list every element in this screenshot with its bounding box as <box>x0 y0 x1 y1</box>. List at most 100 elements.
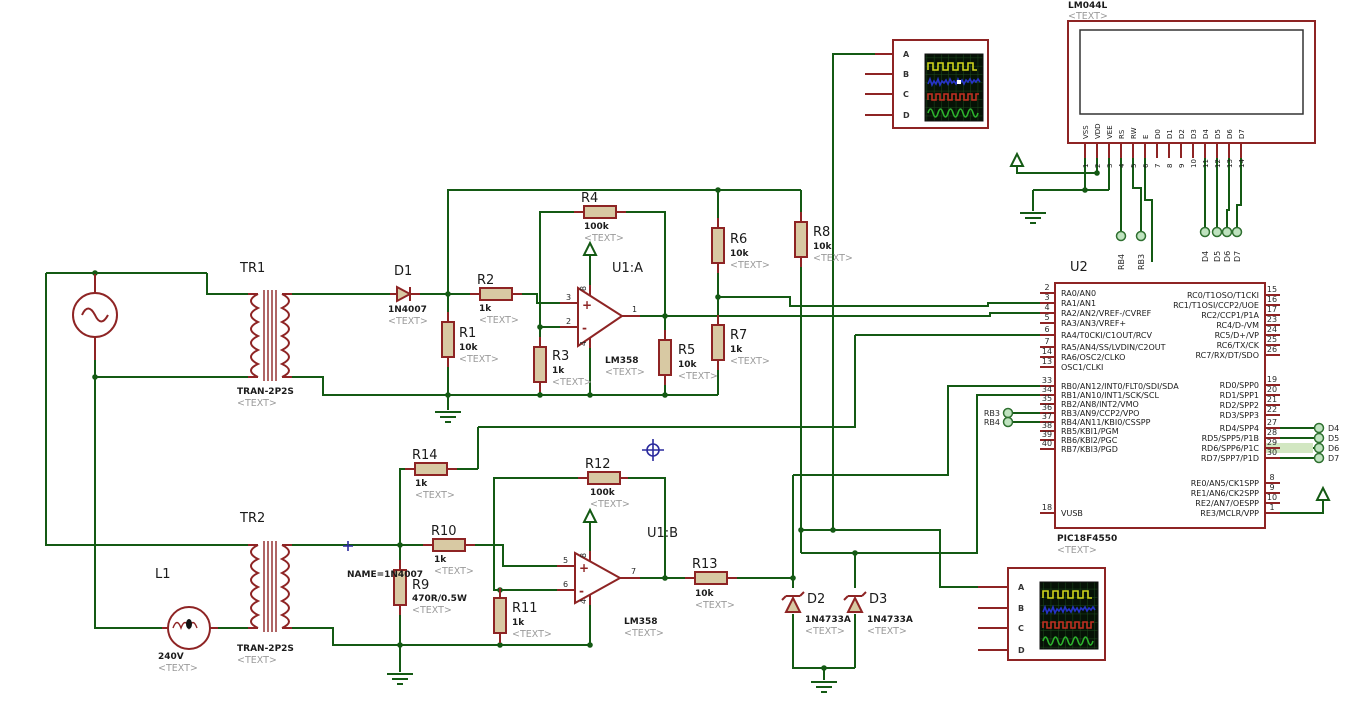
diode-d2-zener[interactable]: D2 1N4733A <TEXT> <box>781 591 851 637</box>
terminal-d6-mcu[interactable]: D6 <box>1313 442 1340 454</box>
terminal-d6-lcd[interactable]: D6 <box>1221 226 1233 263</box>
terminal-d4-lcd[interactable]: D4 <box>1199 226 1211 263</box>
r11-name: R11 <box>512 601 538 616</box>
svg-text:24: 24 <box>1267 325 1277 334</box>
tr2-type: TRAN-2P2S <box>237 644 294 654</box>
terminal-rb4-label: RB4 <box>984 418 1000 427</box>
svg-text:OSC1/CLKI: OSC1/CLKI <box>1061 363 1103 372</box>
ground-symbols[interactable] <box>387 212 1046 693</box>
r9-name: R9 <box>412 578 429 593</box>
terminal-d4-lcd-label: D4 <box>1201 251 1210 262</box>
svg-text:RB5/KBI1/PGM: RB5/KBI1/PGM <box>1061 427 1119 436</box>
svg-text:RD0/SPP0: RD0/SPP0 <box>1220 381 1259 390</box>
svg-text:9: 9 <box>1269 483 1274 492</box>
svg-text:37: 37 <box>1042 412 1052 421</box>
resistor-r8[interactable]: R8 10k <TEXT> <box>794 212 853 267</box>
lcd-pin-numbers: 1 2 3 4 5 6 7 8 9 10 11 12 13 14 <box>1082 159 1246 168</box>
terminal-rb4-mcu[interactable]: RB4 <box>984 416 1014 428</box>
svg-text:26: 26 <box>1267 345 1277 354</box>
resistor-r12[interactable]: R12 100k <TEXT> <box>578 457 630 510</box>
opamp-u1a[interactable]: + - 3 2 1 8 4 U1:A LM358 <TEXT> <box>560 261 645 378</box>
svg-text:19: 19 <box>1267 375 1277 384</box>
svg-text:RE1/AN6/CK2SPP: RE1/AN6/CK2SPP <box>1191 489 1259 498</box>
u1a-pin3: 3 <box>566 293 571 302</box>
svg-text:3: 3 <box>1106 164 1114 168</box>
resistor-r5[interactable]: R5 10k <TEXT> <box>658 330 718 385</box>
svg-text:16: 16 <box>1267 295 1277 304</box>
transformer-tr2[interactable]: TR2 TRAN-2P2S <TEXT> <box>237 511 294 666</box>
u1a-name: U1:A <box>612 261 643 276</box>
oscilloscope-bottom[interactable]: A B C D <box>978 567 1106 661</box>
resistor-r13[interactable]: R13 10k <TEXT> <box>685 557 737 611</box>
net-label: NAME=1N4007 <box>347 570 423 580</box>
oscilloscope-top[interactable]: A B C D <box>865 39 989 129</box>
terminal-d4-label: D4 <box>1328 424 1339 433</box>
r8-name: R8 <box>813 225 830 240</box>
lcd-name: LM044L <box>1068 1 1107 11</box>
svg-text:RC4/D-/VM: RC4/D-/VM <box>1216 321 1259 330</box>
svg-text:VSS: VSS <box>1082 125 1090 139</box>
resistor-r6[interactable]: R6 10k <TEXT> <box>711 218 770 273</box>
resistor-r11[interactable]: R11 1k <TEXT> <box>493 588 552 643</box>
svg-text:28: 28 <box>1267 428 1277 437</box>
svg-text:RA0/AN0: RA0/AN0 <box>1061 289 1096 298</box>
diode-d3-zener[interactable]: D3 1N4733A <TEXT> <box>843 591 913 637</box>
terminal-d7-mcu[interactable]: D7 <box>1313 452 1340 464</box>
scope1-channel-a: A <box>903 50 910 59</box>
svg-text:RD4/SPP4: RD4/SPP4 <box>1220 424 1259 433</box>
svg-text:RA6/OSC2/CLKO: RA6/OSC2/CLKO <box>1061 353 1125 362</box>
terminal-d4-mcu[interactable]: D4 <box>1313 422 1340 434</box>
lamp-l1[interactable]: L1 240V <TEXT> <box>155 567 218 674</box>
transformer-tr1[interactable]: TR1 TRAN-2P2S <TEXT> <box>237 261 294 409</box>
opamp-u1b[interactable]: + - 5 6 7 8 4 U1:B LM358 <TEXT> <box>557 526 678 639</box>
svg-text:10: 10 <box>1267 493 1277 502</box>
terminal-d5-lcd[interactable]: D5 <box>1211 226 1223 263</box>
svg-text:RE0/AN5/CK1SPP: RE0/AN5/CK1SPP <box>1191 479 1259 488</box>
resistor-r2[interactable]: R2 1k <TEXT> <box>470 273 522 326</box>
terminal-d6-label: D6 <box>1328 444 1339 453</box>
ac-source[interactable] <box>72 274 118 360</box>
lcd-pin-labels: VSS VDD VEE RS RW E D0 D1 D2 D3 D4 D5 D6… <box>1082 123 1246 139</box>
svg-text:4: 4 <box>1044 303 1049 312</box>
resistor-r10[interactable]: R10 1k <TEXT> <box>423 524 475 577</box>
scope2-channel-a: A <box>1018 583 1025 592</box>
r5-text: <TEXT> <box>678 371 718 382</box>
terminal-d7-lcd[interactable]: D7 <box>1231 226 1243 263</box>
terminal-d5-mcu[interactable]: D5 <box>1313 432 1340 444</box>
r12-value: 100k <box>590 488 616 498</box>
r1-text: <TEXT> <box>459 354 499 365</box>
r3-name: R3 <box>552 349 569 364</box>
r11-value: 1k <box>512 618 525 628</box>
resistor-r7[interactable]: R7 1k <TEXT> <box>711 315 770 370</box>
r12-name: R12 <box>585 457 611 472</box>
resistor-r3[interactable]: R3 1k <TEXT> <box>533 337 592 392</box>
d3-value: 1N4733A <box>867 615 913 625</box>
svg-text:VUSB: VUSB <box>1061 509 1083 518</box>
r8-text: <TEXT> <box>813 253 853 264</box>
svg-text:12: 12 <box>1214 159 1222 168</box>
terminal-d7-label: D7 <box>1328 454 1339 463</box>
svg-text:RD3/SPP3: RD3/SPP3 <box>1220 411 1259 420</box>
terminal-rb4-lcd[interactable]: RB4 <box>1115 230 1127 271</box>
terminal-rb3-mcu[interactable]: RB3 <box>984 407 1014 419</box>
diode-d1[interactable]: D1 1N4007 <TEXT> <box>388 264 428 327</box>
resistor-r1[interactable]: R1 10k <TEXT> <box>441 312 499 367</box>
svg-text:VEE: VEE <box>1106 125 1114 139</box>
svg-text:15: 15 <box>1267 285 1277 294</box>
terminal-rb3-lcd[interactable]: RB3 <box>1135 230 1147 271</box>
resistor-r4[interactable]: R4 100k <TEXT> <box>574 191 626 244</box>
u1a-plus-sign: + <box>582 298 592 312</box>
r14-value: 1k <box>415 479 428 489</box>
r8-value: 10k <box>813 242 833 252</box>
resistor-r14[interactable]: R14 1k <TEXT> <box>405 448 457 501</box>
resistor-r9[interactable]: R9 470R/0.5W <TEXT> <box>393 560 467 616</box>
svg-text:RB7/KBI3/PGD: RB7/KBI3/PGD <box>1061 445 1118 454</box>
power-arrows[interactable] <box>582 151 1331 523</box>
u1a-text: <TEXT> <box>605 367 645 378</box>
lcd-lm044l[interactable]: LM044L <TEXT> VSS VDD VEE RS RW E D0 D1 … <box>1067 1 1316 168</box>
svg-text:2: 2 <box>1094 164 1102 168</box>
